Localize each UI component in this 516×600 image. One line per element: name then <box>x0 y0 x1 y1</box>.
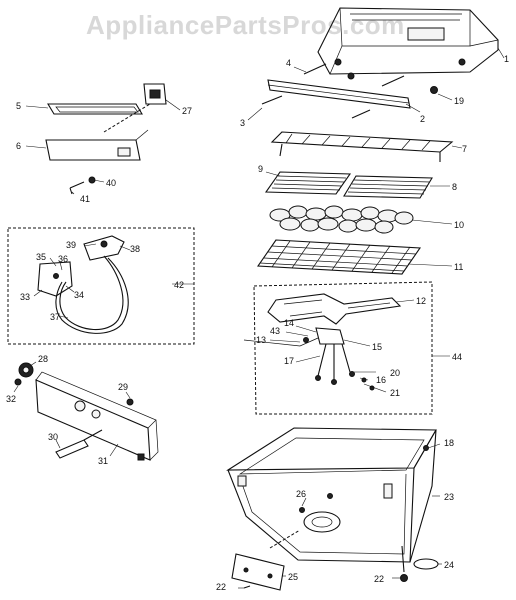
callout-3: 3 <box>240 118 245 128</box>
callout-29: 29 <box>118 382 128 392</box>
callout-2: 2 <box>420 114 425 124</box>
callout-10: 10 <box>454 220 464 230</box>
callout-1: 1 <box>504 54 509 64</box>
callout-28: 28 <box>38 354 48 364</box>
callout-36: 36 <box>58 254 68 264</box>
callout-32: 32 <box>6 394 16 404</box>
callout-31: 31 <box>98 456 108 466</box>
callout-6: 6 <box>16 141 21 151</box>
rock-grate <box>256 239 422 275</box>
firebox <box>226 427 437 563</box>
callout-17: 17 <box>284 356 294 366</box>
callout-8: 8 <box>452 182 457 192</box>
callout-38: 38 <box>130 244 140 254</box>
callout-14: 14 <box>284 318 294 328</box>
callout-34: 34 <box>74 290 84 300</box>
watermark: AppliancePartsPros.com <box>86 10 405 40</box>
callout-9: 9 <box>258 164 263 174</box>
callout-43: 43 <box>270 326 280 336</box>
callout-33: 33 <box>20 292 30 302</box>
warming-rack <box>270 131 454 162</box>
callout-16: 16 <box>376 375 386 385</box>
firebox-hardware <box>231 545 439 591</box>
callout-27: 27 <box>182 106 192 116</box>
callout-12: 12 <box>416 296 426 306</box>
burner <box>267 293 402 325</box>
callout-42: 42 <box>174 280 184 290</box>
callout-11: 11 <box>454 262 463 272</box>
callout-41: 41 <box>80 194 90 204</box>
callout-15: 15 <box>372 342 382 352</box>
control-front <box>14 362 159 461</box>
burner-assembly-group <box>253 281 433 415</box>
callout-40: 40 <box>106 178 116 188</box>
callout-20: 20 <box>390 368 400 378</box>
callout-4: 4 <box>286 58 291 68</box>
callout-5: 5 <box>16 101 21 111</box>
callout-19: 19 <box>454 96 464 106</box>
callout-26: 26 <box>296 489 306 499</box>
callout-39: 39 <box>66 240 76 250</box>
callout-18: 18 <box>444 438 454 448</box>
callout-30: 30 <box>48 432 58 442</box>
callout-37: 37 <box>50 312 60 322</box>
callout-7: 7 <box>462 144 467 154</box>
regulator-group <box>7 227 195 345</box>
burner-valve-hardware <box>243 327 375 391</box>
grill-lid <box>317 7 499 75</box>
callout-24: 24 <box>444 560 454 570</box>
callout-22-left: 22 <box>216 582 226 592</box>
callout-23: 23 <box>444 492 454 502</box>
lava-rock <box>269 205 414 234</box>
control-panel-parts <box>45 83 167 195</box>
callout-labels: 1 2 3 4 5 6 7 8 9 10 11 12 13 14 15 16 1… <box>6 54 509 592</box>
lid-handle <box>261 63 438 119</box>
regulator-and-hose <box>37 235 129 334</box>
cooking-grids <box>264 171 433 199</box>
callout-13: 13 <box>256 335 266 345</box>
callout-22-right: 22 <box>374 574 384 584</box>
callout-25: 25 <box>288 572 298 582</box>
callout-44: 44 <box>452 352 462 362</box>
callout-21: 21 <box>390 388 400 398</box>
callout-35: 35 <box>36 252 46 262</box>
